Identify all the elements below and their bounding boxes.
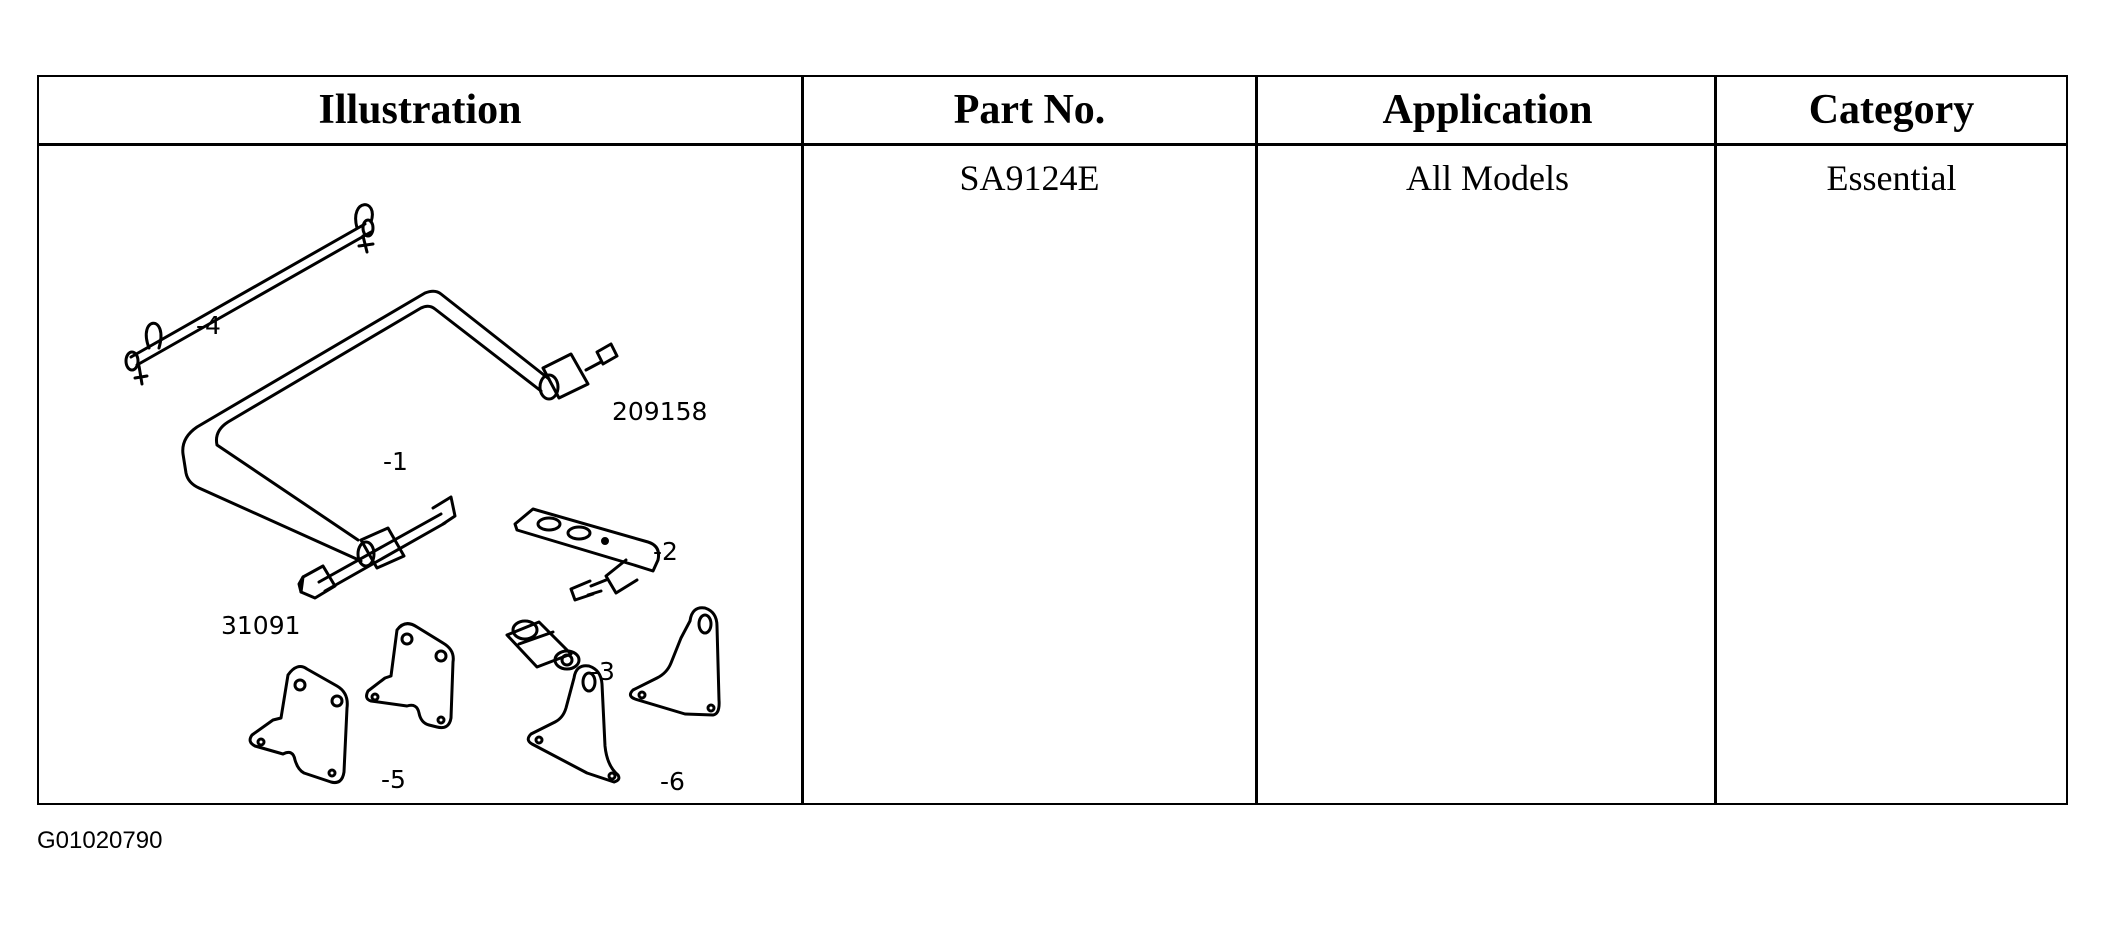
special-tools-table: Illustration Part No. Application Catego… [37,75,2068,805]
part-no-column [801,77,1258,803]
u-bar-part [181,289,619,600]
bracket-5b [365,622,455,730]
figure-id: G01020790 [37,827,163,854]
header-application: Application [1382,87,1593,133]
category-value: Essential [1826,158,1957,198]
label-part-5: -5 [381,765,406,794]
label-209158: 209158 [612,397,707,426]
upper-collar [538,342,619,401]
bracket-6b [628,606,721,717]
lower-screw [297,495,457,600]
application-column [1255,77,1717,803]
header-category: Category [1808,87,1975,133]
category-column [1714,77,2066,803]
sleeve-part [505,619,581,671]
label-part-3: -3 [590,657,615,686]
lower-collar [356,526,406,570]
header-row [39,77,2066,146]
application-value: All Models [1405,158,1569,198]
header-illustration: Illustration [318,87,522,133]
header-part-no: Part No. [953,87,1106,133]
bracket-5a [248,665,349,784]
label-part-6: -6 [660,767,685,796]
tool-kit-drawing: -4 209158 -1 -2 31091 -3 -5 -6 [124,203,721,796]
label-part-1: -1 [383,447,408,476]
label-part-4: -4 [196,311,221,340]
label-part-2: -2 [653,537,678,566]
tool-illustration: -4 209158 -1 -2 31091 -3 -5 -6 [41,148,799,803]
label-31091: 31091 [221,611,301,640]
part-number-value: SA9124E [959,158,1100,198]
pin-rod-part [124,203,375,386]
plate-part [513,507,660,602]
bracket-6a [526,664,621,784]
